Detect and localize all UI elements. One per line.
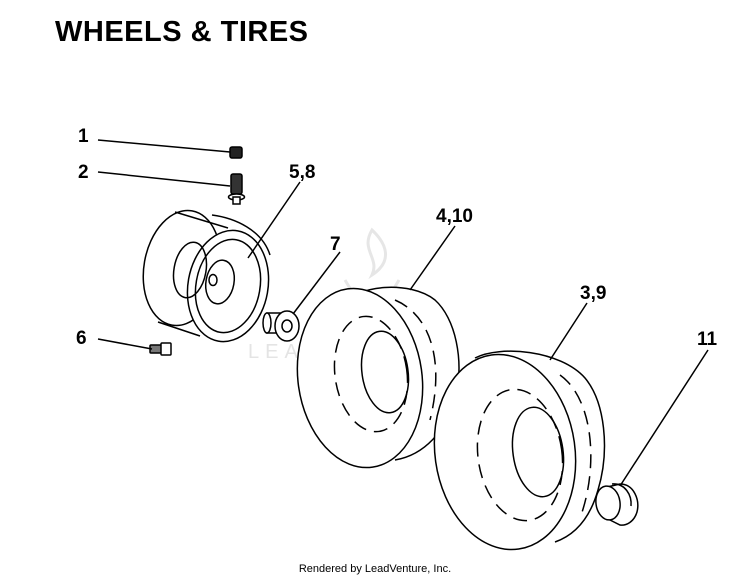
leader-line-3-9 (549, 302, 588, 361)
leader-line-5-8 (247, 181, 301, 259)
callout-4-10[interactable]: 4,10 (436, 206, 473, 227)
footer-credit: Rendered by LeadVenture, Inc. (298, 563, 452, 575)
callout-6[interactable]: 6 (76, 328, 87, 349)
leader-line-6 (97, 338, 153, 350)
callout-1[interactable]: 1 (78, 126, 89, 147)
leader-line-11 (619, 349, 709, 487)
page-title: WHEELS & TIRES (55, 16, 309, 48)
callout-5-8[interactable]: 5,8 (289, 162, 315, 183)
leader-line-4-10 (409, 225, 456, 291)
hub-cap-part[interactable] (594, 483, 639, 526)
callout-7[interactable]: 7 (330, 234, 341, 255)
bushing-part[interactable] (262, 310, 300, 342)
callout-2[interactable]: 2 (78, 162, 89, 183)
callout-11[interactable]: 11 (697, 329, 718, 350)
valve-stem-part[interactable] (227, 173, 246, 205)
callout-3-9[interactable]: 3,9 (580, 283, 606, 304)
valve-cap-part[interactable] (229, 146, 243, 159)
bolt-part[interactable] (149, 342, 172, 356)
leader-line-7 (292, 251, 341, 315)
wheel-rim-part[interactable] (135, 204, 278, 348)
rear-tire-part[interactable] (422, 345, 606, 559)
front-tire-part[interactable] (286, 280, 460, 476)
leader-line-2 (97, 171, 231, 187)
leader-line-1 (97, 139, 231, 153)
